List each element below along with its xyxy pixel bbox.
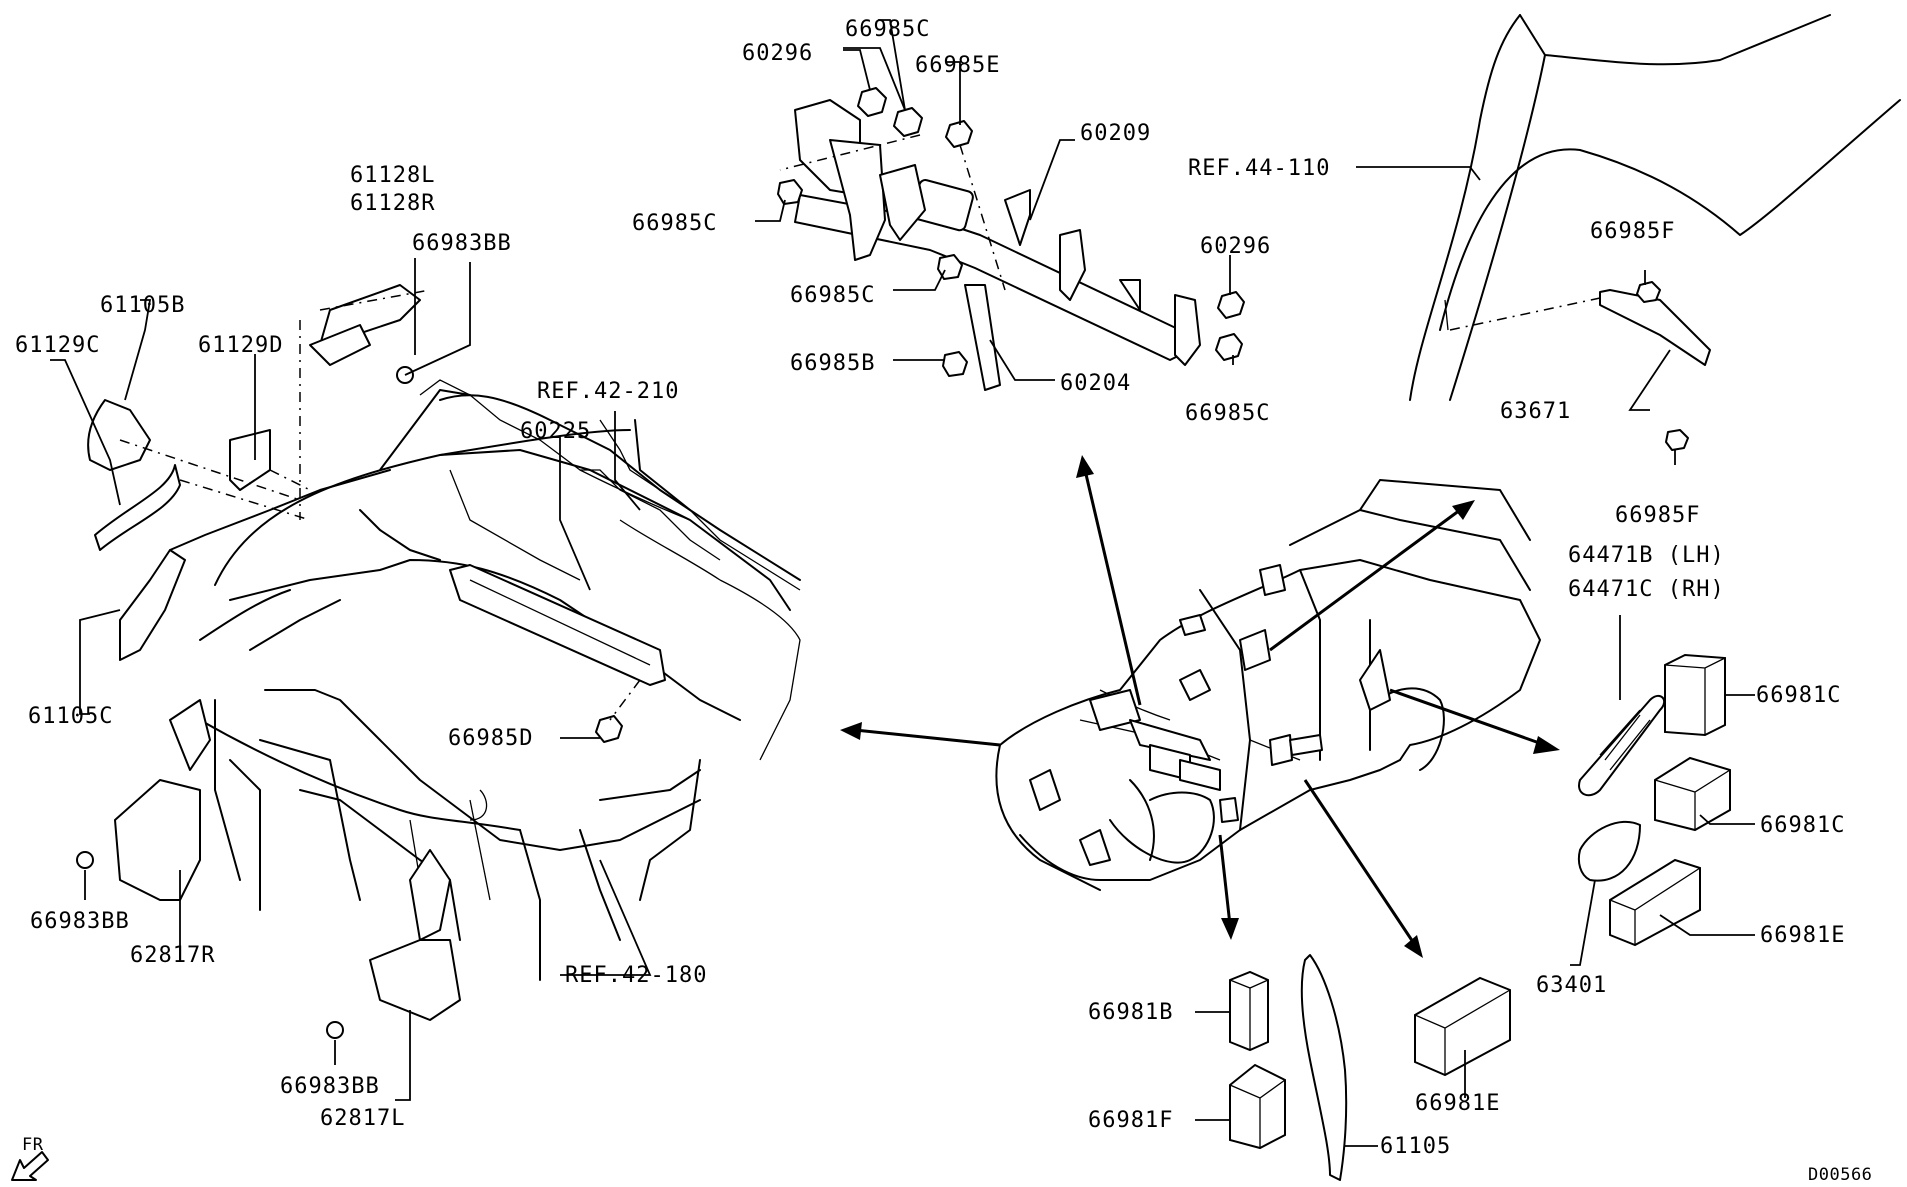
label-66983BB: 66983BB bbox=[30, 909, 130, 934]
label-60204: 60204 bbox=[1060, 371, 1131, 396]
block-66981E-bottom bbox=[1414, 976, 1511, 1077]
insulator-61129C bbox=[94, 464, 181, 551]
label-66985C: 66985C bbox=[845, 17, 930, 42]
label-66981F: 66981F bbox=[1088, 1108, 1173, 1133]
label-61105: 61105 bbox=[1380, 1134, 1451, 1159]
insulator-61105C bbox=[119, 549, 186, 661]
label-66985E: 66985E bbox=[915, 53, 1000, 78]
block-66981F bbox=[1229, 1063, 1286, 1150]
label-63401: 63401 bbox=[1536, 973, 1607, 998]
leaders-left bbox=[50, 258, 652, 1101]
pickup-truck bbox=[995, 479, 1541, 891]
cover-62817L bbox=[369, 849, 461, 1021]
label-ref-42-180: REF.42-180 bbox=[565, 963, 707, 988]
leaders-bottom bbox=[1195, 1011, 1466, 1147]
label-66981B: 66981B bbox=[1088, 1000, 1173, 1025]
truck-insulator-pieces bbox=[1029, 564, 1391, 866]
label-60225: 60225 bbox=[520, 419, 591, 444]
label-60209: 60209 bbox=[1080, 121, 1151, 146]
fender-panel bbox=[1409, 14, 1901, 401]
label-62817L: 62817L bbox=[320, 1106, 405, 1131]
label-66981E: 66981E bbox=[1415, 1091, 1500, 1116]
label-66983BB: 66983BB bbox=[280, 1074, 380, 1099]
fr-label: FR bbox=[22, 1135, 44, 1155]
label-62817R: 62817R bbox=[130, 943, 215, 968]
label-66985B: 66985B bbox=[790, 351, 875, 376]
label-66983BB: 66983BB bbox=[412, 231, 512, 256]
nuts-and-bolts-top bbox=[777, 87, 1245, 377]
clips-left bbox=[76, 366, 414, 1039]
label-61128R: 61128R bbox=[350, 191, 435, 216]
label-64471C: 64471C (RH) bbox=[1568, 577, 1725, 602]
block-66981C-lower bbox=[1654, 756, 1731, 832]
direction-arrows bbox=[840, 455, 1560, 958]
insulator-61105B bbox=[87, 399, 151, 471]
block-66981E-right bbox=[1609, 858, 1701, 947]
label-61105B: 61105B bbox=[100, 293, 185, 318]
label-66981E: 66981E bbox=[1760, 923, 1845, 948]
insulator-61129D bbox=[229, 429, 271, 491]
upper-frame-silhouette bbox=[419, 379, 801, 761]
insulator-61105 bbox=[1300, 954, 1348, 1181]
insulator-63401 bbox=[1577, 820, 1641, 882]
label-61129C: 61129C bbox=[15, 333, 100, 358]
front-structure bbox=[169, 389, 801, 981]
label-66985C: 66985C bbox=[790, 283, 875, 308]
insulator-64471 bbox=[1578, 694, 1666, 797]
leaders-top bbox=[755, 19, 1234, 381]
label-60296: 60296 bbox=[1200, 234, 1271, 259]
label-66985F: 66985F bbox=[1590, 219, 1675, 244]
label-66981C: 66981C bbox=[1756, 683, 1841, 708]
label-61105C: 61105C bbox=[28, 704, 113, 729]
label-63671: 63671 bbox=[1500, 399, 1571, 424]
block-66981B bbox=[1229, 970, 1269, 1052]
label-66985C: 66985C bbox=[632, 211, 717, 236]
label-66985D: 66985D bbox=[448, 726, 533, 751]
label-61129D: 61129D bbox=[198, 333, 283, 358]
bracket-63671 bbox=[1356, 166, 1711, 465]
label-ref-44-110: REF.44-110 bbox=[1188, 156, 1330, 181]
label-61128L: 61128L bbox=[350, 163, 435, 188]
label-66985C: 66985C bbox=[1185, 401, 1270, 426]
cowl-top-60225 bbox=[449, 564, 666, 743]
label-66985F: 66985F bbox=[1615, 503, 1700, 528]
label-ref-42-210: REF.42-210 bbox=[537, 379, 679, 404]
leaders-right bbox=[1570, 615, 1755, 966]
front-direction-indicator: FR bbox=[11, 1135, 49, 1181]
insulator-61128 bbox=[309, 284, 421, 366]
steering-support-member bbox=[794, 99, 1201, 391]
block-66981C-upper bbox=[1664, 653, 1726, 737]
label-60296: 60296 bbox=[742, 41, 813, 66]
label-66981C: 66981C bbox=[1760, 813, 1845, 838]
diagram-code: D00566 bbox=[1808, 1165, 1872, 1185]
label-64471B: 64471B (LH) bbox=[1568, 543, 1725, 568]
cover-62817R bbox=[114, 699, 211, 901]
